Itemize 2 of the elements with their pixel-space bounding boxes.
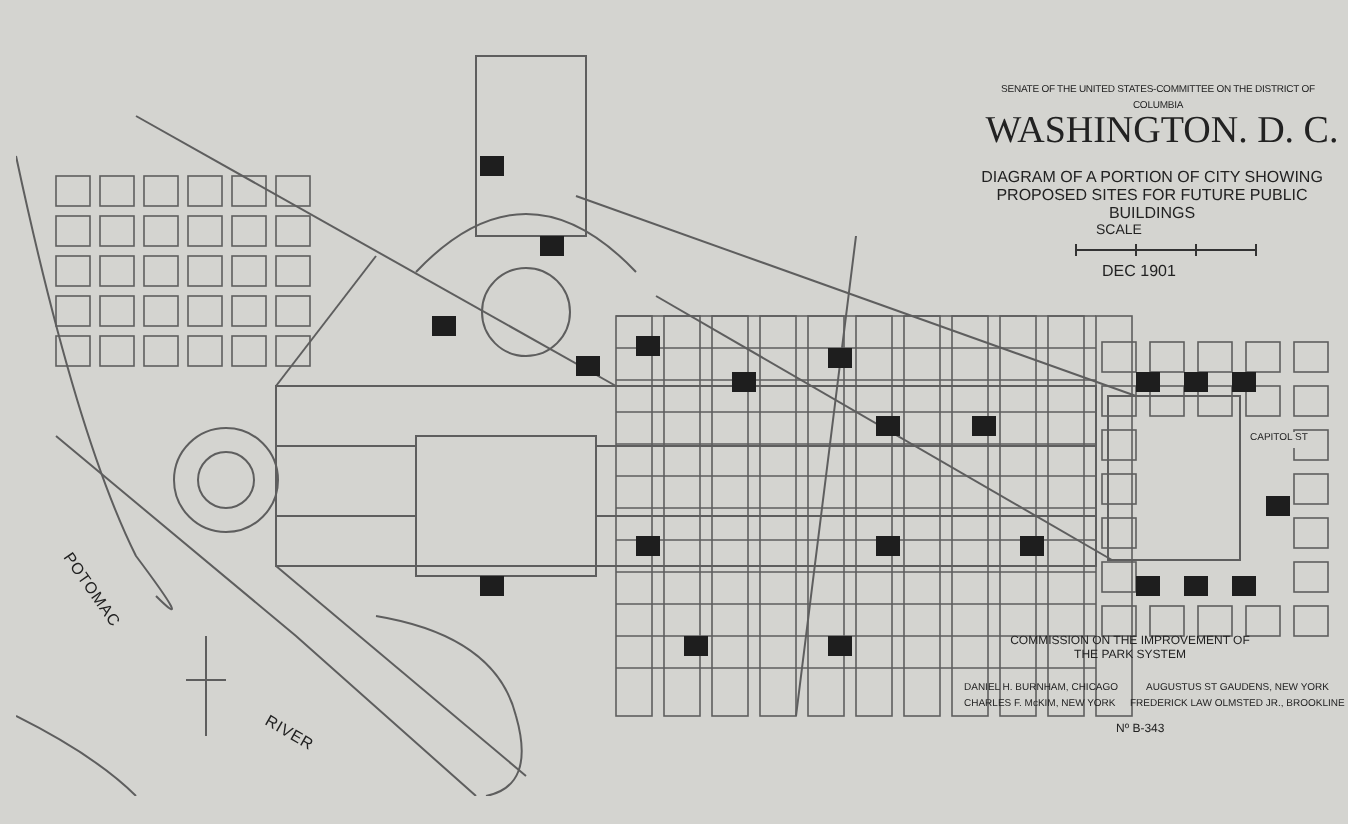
map-subtitle: DIAGRAM OF A PORTION OF CITY SHOWING PROPOSED SITES FOR FUTURE PUBLIC BUILDINGS [979, 168, 1325, 222]
date-label: DEC 1901 [1102, 260, 1176, 284]
